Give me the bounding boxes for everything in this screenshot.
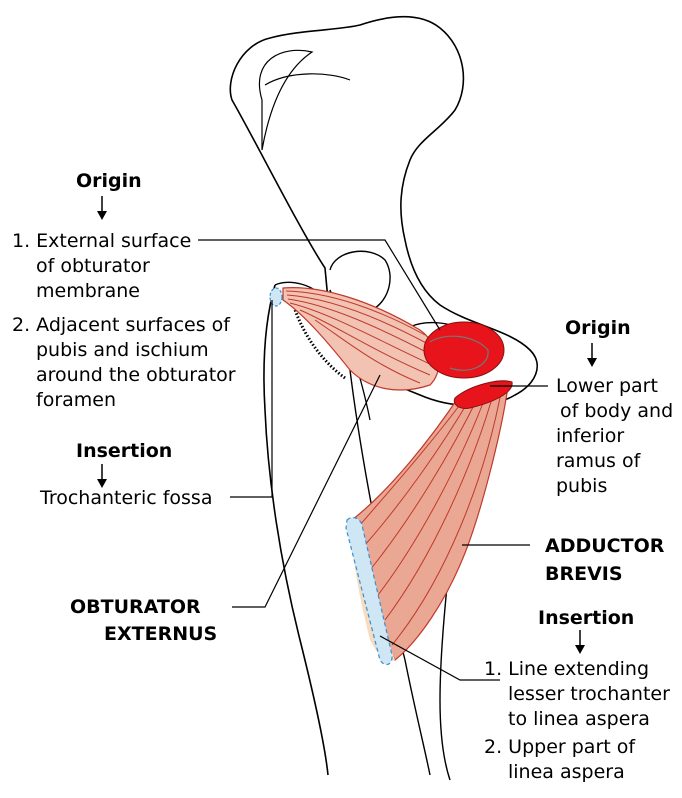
right-insertion-arrow-icon (574, 630, 586, 656)
left-origin-item-1: 1. External surface (12, 229, 191, 253)
obturator-externus-label-1: OBTURATOR (70, 595, 201, 619)
obturator-externus-label-2: EXTERNUS (104, 622, 217, 646)
right-origin-item-4: ramus of (556, 449, 640, 473)
right-insertion-item-2: lesser trochanter (508, 682, 670, 706)
left-origin-item-3: membrane (36, 279, 140, 303)
right-insertion-item-3: to linea aspera (508, 707, 650, 731)
adductor-brevis-label-2: BREVIS (545, 562, 623, 586)
left-insertion-heading: Insertion (76, 439, 172, 463)
right-origin-item-1: Lower part (556, 374, 658, 398)
right-insertion-item-1: 1. Line extending (484, 657, 649, 681)
right-insertion-item-4: 2. Upper part of (484, 735, 635, 759)
left-origin-item-2: of obturator (36, 254, 150, 278)
left-origin-item-6: around the obturator (36, 363, 236, 387)
left-origin-heading: Origin (76, 169, 142, 193)
right-insertion-heading: Insertion (538, 606, 634, 630)
left-origin-item-7: foramen (36, 388, 116, 412)
left-origin-item-4: 2. Adjacent surfaces of (12, 313, 230, 337)
right-origin-arrow-icon (586, 343, 598, 369)
right-origin-item-2: of body and (560, 399, 673, 423)
femur-lateral-edge (264, 285, 328, 775)
right-origin-heading: Origin (565, 316, 631, 340)
iliac-inner-curve (265, 74, 350, 85)
obturator-origin-patch (424, 322, 504, 378)
left-origin-arrow-icon (96, 196, 108, 222)
left-insertion-text: Trochanteric fossa (40, 486, 212, 510)
right-insertion-item-5: linea aspera (508, 760, 625, 784)
right-origin-item-3: inferior (556, 424, 624, 448)
iliac-wing-inner (259, 50, 312, 150)
left-origin-item-5: pubis and ischium (36, 338, 209, 362)
right-origin-item-5: pubis (556, 474, 607, 498)
adductor-brevis-label-1: ADDUCTOR (545, 534, 664, 558)
